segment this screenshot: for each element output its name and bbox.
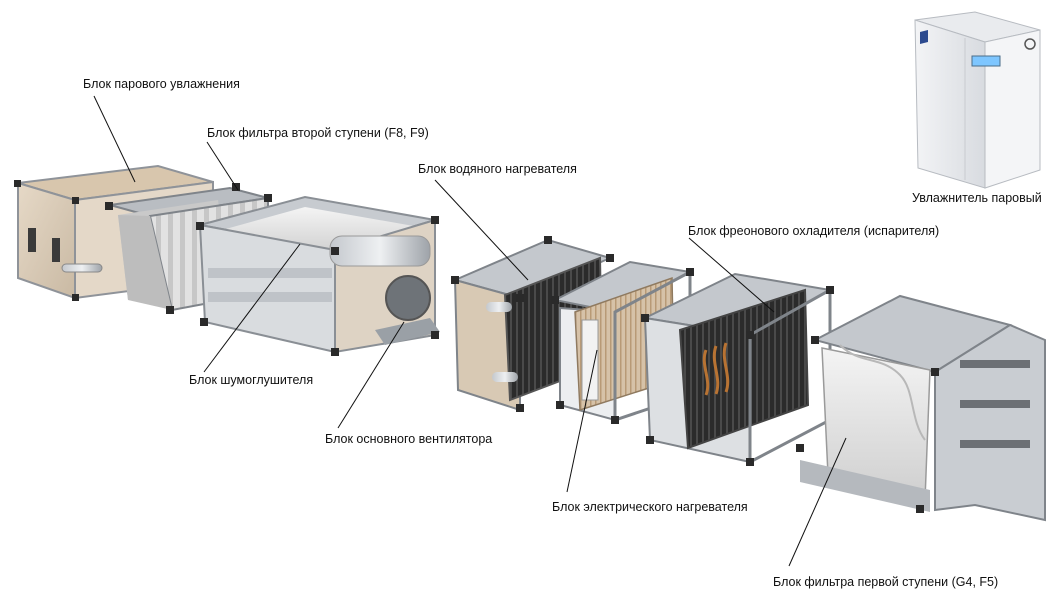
silencer-fan-block <box>196 195 440 356</box>
leader-electric-heater <box>566 349 598 493</box>
label-main-fan: Блок основного вентилятора <box>325 432 493 446</box>
label-steam-humidification-block: Блок парового увлажнения <box>83 77 240 91</box>
freon-cooler-block <box>641 272 834 466</box>
label-water-heater: Блок водяного нагревателя <box>418 162 577 176</box>
steam-humidifier-cabinet <box>914 11 1041 189</box>
refrigerant-pipes <box>702 342 730 396</box>
leader-freon-cooler <box>688 237 775 313</box>
label-electric-heater: Блок электрического нагревателя <box>552 500 748 514</box>
label-second-stage-filter: Блок фильтра второй ступени (F8, F9) <box>207 126 429 140</box>
label-freon-cooler: Блок фреонового охладителя (испарителя) <box>688 224 940 238</box>
leader-steam-humidifier-block <box>93 95 136 183</box>
label-silencer: Блок шумоглушителя <box>189 373 314 387</box>
leader-lines <box>93 95 847 567</box>
leader-water-heater <box>434 179 529 281</box>
leader-silencer <box>203 243 301 373</box>
leader-second-stage-filter <box>206 141 239 191</box>
label-steam-humidifier: Увлажнитель паровый <box>912 191 1042 205</box>
first-stage-filter-block <box>796 294 1046 522</box>
leader-main-fan <box>337 321 405 429</box>
label-first-stage-filter: Блок фильтра первой ступени (G4, F5) <box>773 575 999 589</box>
leader-first-stage-filter <box>788 437 847 567</box>
